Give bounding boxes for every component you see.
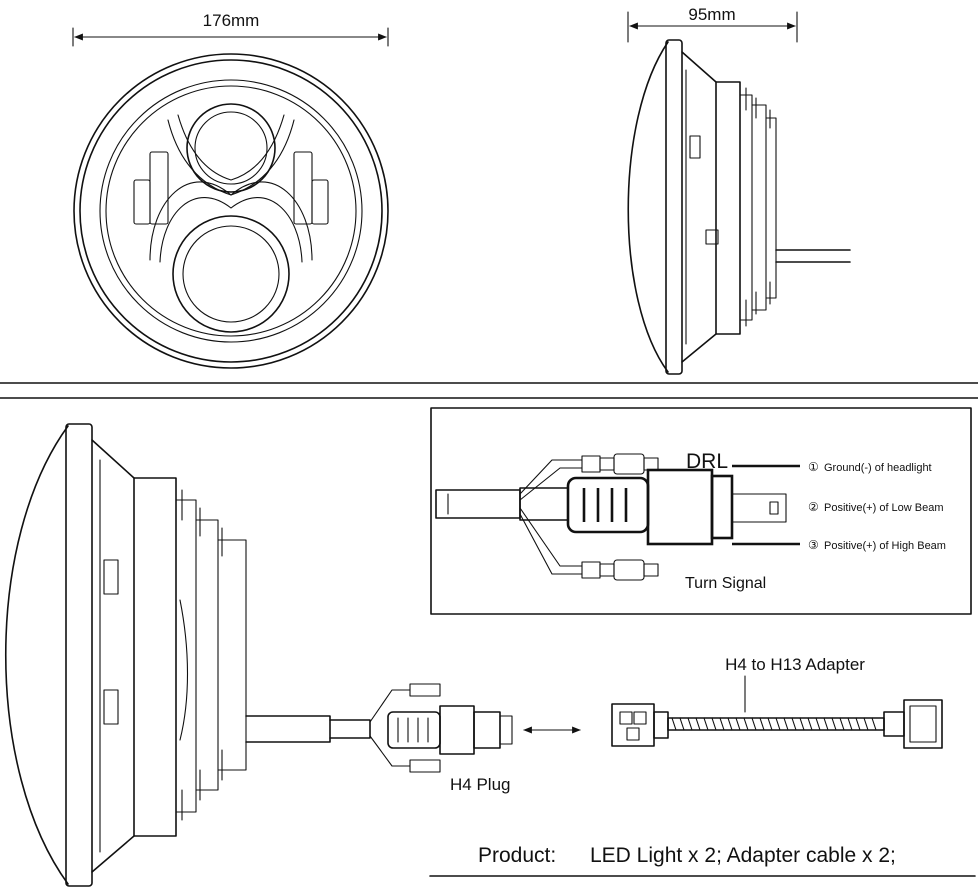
pin-2-number: ② bbox=[808, 500, 819, 514]
drl-band bbox=[149, 181, 313, 261]
drl-connector bbox=[613, 453, 645, 475]
dimension-line-width bbox=[72, 27, 389, 47]
low-beam-projector bbox=[172, 215, 290, 333]
lens-ring-inner bbox=[105, 85, 357, 337]
width-dimension-label: 176mm bbox=[203, 11, 260, 30]
pin-3-number: ③ bbox=[808, 538, 819, 552]
left-reflector bbox=[133, 179, 151, 225]
pin-2-description: Positive(+) of Low Beam bbox=[824, 502, 944, 514]
h4-plug-assembly bbox=[369, 683, 581, 773]
lens-ring bbox=[99, 79, 363, 343]
pin-1-number: ① bbox=[808, 460, 819, 474]
depth-dimension-label: 95mm bbox=[688, 5, 735, 24]
pin-2-blade bbox=[731, 493, 787, 523]
small-drl-connector bbox=[409, 683, 441, 697]
wiring-detail bbox=[430, 407, 972, 615]
high-beam-projector bbox=[186, 103, 276, 193]
h4-plug-label: H4 Plug bbox=[450, 775, 510, 794]
outer-rim-inner bbox=[79, 59, 383, 363]
drl-label: DRL bbox=[686, 450, 728, 473]
side-view: 95mm bbox=[627, 5, 851, 375]
large-heat-sink bbox=[133, 477, 177, 837]
right-reflector bbox=[311, 179, 329, 225]
wiring-detail-frame bbox=[430, 407, 972, 615]
dimension-line-depth bbox=[627, 11, 798, 43]
large-bezel bbox=[65, 423, 93, 887]
large-cable bbox=[245, 715, 331, 743]
adapter-label: H4 to H13 Adapter bbox=[725, 655, 865, 674]
h13-connector bbox=[903, 699, 943, 749]
side-bezel bbox=[665, 39, 683, 375]
h4-plug-body bbox=[566, 476, 650, 534]
turn-signal-connector bbox=[613, 559, 645, 581]
adapter-cable bbox=[611, 699, 943, 749]
pin-1-description: Ground(-) of headlight bbox=[824, 462, 932, 474]
front-view: 176mm bbox=[72, 11, 389, 369]
outer-rim bbox=[73, 53, 389, 369]
product-prefix: Product: bbox=[478, 844, 556, 867]
product-items: LED Light x 2; Adapter cable x 2; bbox=[590, 844, 896, 867]
turn-signal-label: Turn Signal bbox=[685, 575, 766, 592]
large-side-view bbox=[5, 423, 371, 887]
small-turn-connector bbox=[409, 759, 441, 773]
main-cable bbox=[435, 489, 521, 519]
heat-sink bbox=[715, 81, 741, 335]
small-h4-plug bbox=[387, 711, 441, 749]
large-lens bbox=[5, 425, 69, 885]
side-lens bbox=[627, 41, 669, 373]
pin-3-description: Positive(+) of High Beam bbox=[824, 540, 946, 552]
